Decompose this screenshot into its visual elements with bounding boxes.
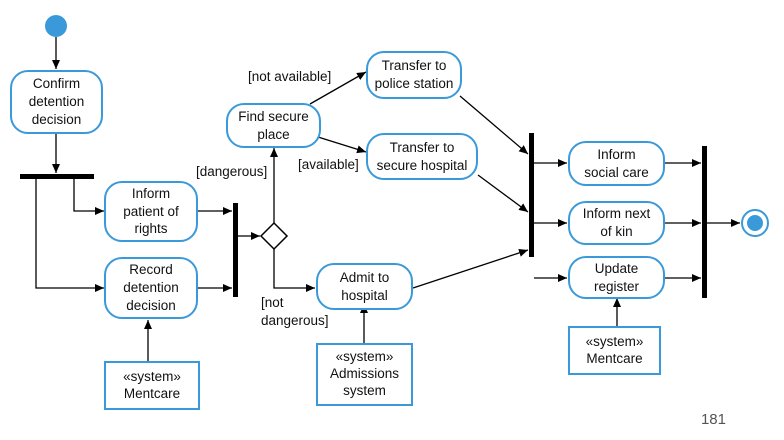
activity-record-detention: Record detention decision <box>104 257 198 319</box>
flow-find-hospital <box>317 136 367 154</box>
activity-admit-hospital: Admit to hospital <box>316 263 413 310</box>
page-number: 181 <box>700 411 726 428</box>
activity-transfer-hospital: Transfer to secure hospital <box>366 133 478 180</box>
system-mentcare-left: «system» Mentcare <box>104 361 200 410</box>
guard-not-available: [not available] <box>248 69 332 84</box>
activity-confirm-detention: Confirm detention decision <box>10 70 103 134</box>
join-bar-center <box>529 133 534 257</box>
decision-diamond <box>259 221 289 251</box>
flow-admit-join <box>412 249 529 289</box>
activity-find-secure-place: Find secure place <box>226 103 321 148</box>
activity-inform-social-care: Inform social care <box>568 141 665 186</box>
flow-decision-admit <box>273 249 315 292</box>
activity-inform-next-of-kin: Inform next of kin <box>568 201 665 245</box>
join-bar-left <box>233 203 238 297</box>
guard-dangerous: [dangerous] <box>196 164 268 179</box>
join-bar-right <box>702 146 707 298</box>
end-node-inner <box>747 215 763 231</box>
guard-available: [available] <box>298 157 359 172</box>
start-node <box>45 15 67 37</box>
system-admissions: «system» Admissions system <box>316 343 413 406</box>
activity-update-register: Update register <box>568 256 665 299</box>
activity-inform-patient: Inform patient of rights <box>104 181 198 242</box>
fork-bar-top <box>20 174 94 179</box>
system-mentcare-right: «system» Mentcare <box>568 326 661 375</box>
flow-find-police <box>309 71 367 105</box>
flow-hospital-join <box>477 174 529 213</box>
flow-police-join <box>459 95 529 155</box>
activity-transfer-police: Transfer to police station <box>366 51 462 99</box>
flow-fork-inform <box>73 179 104 215</box>
guard-not-dangerous: [not dangerous] <box>261 295 329 328</box>
flow-fork-record <box>35 179 104 292</box>
